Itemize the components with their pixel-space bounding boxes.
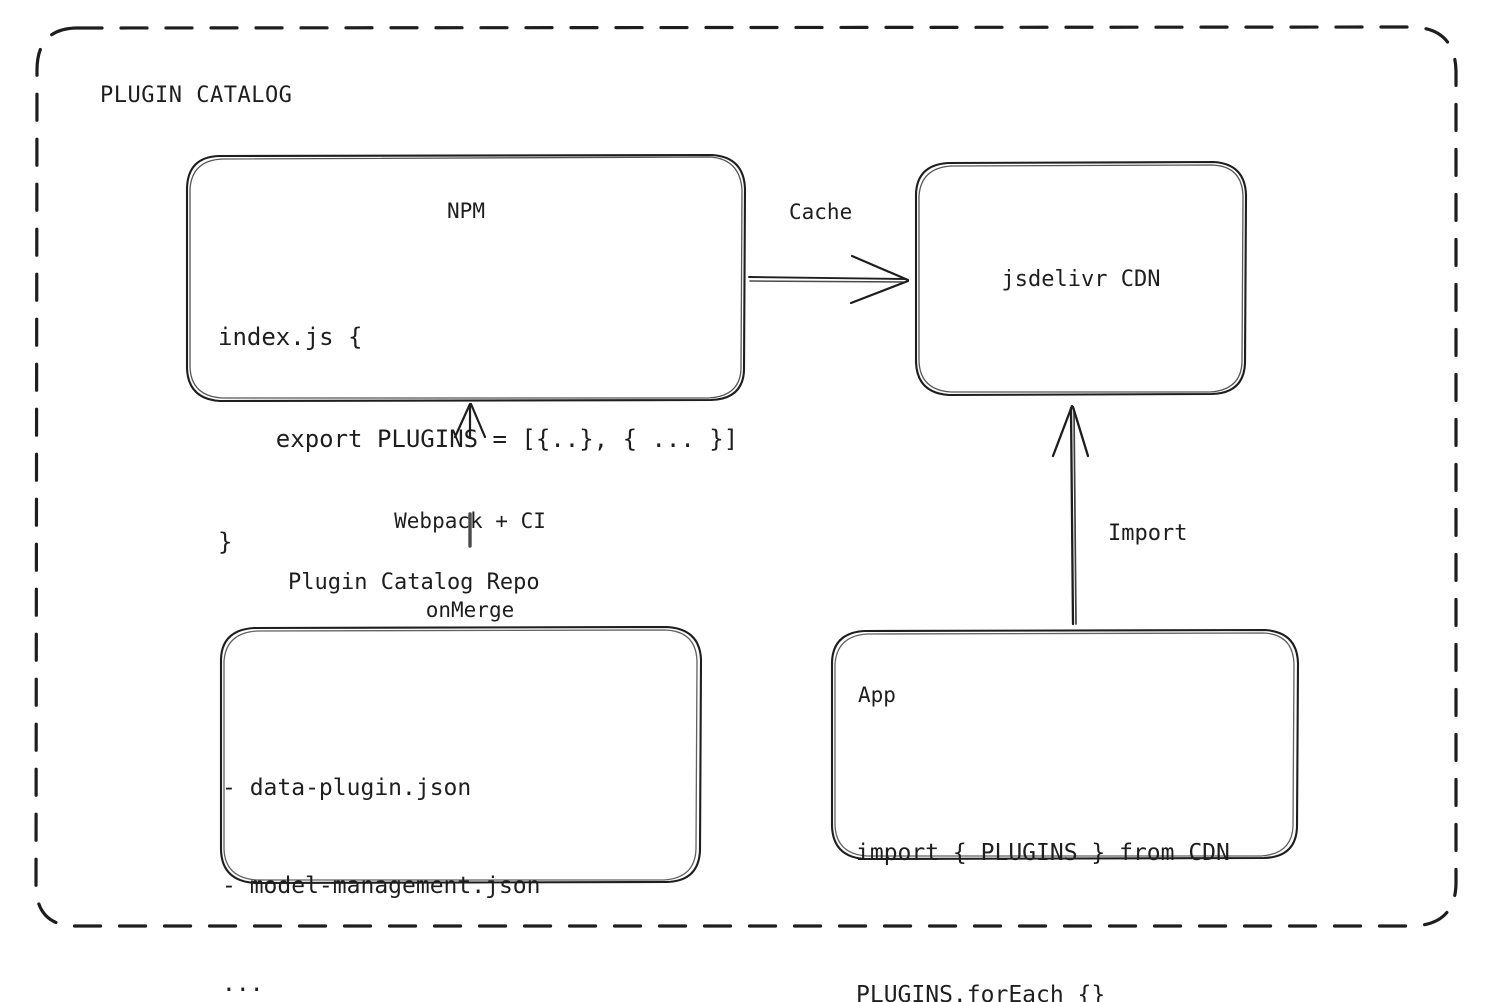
edge-label-webpack-ci-line-1: Webpack + CI [394,508,546,533]
edge-label-webpack-ci-line-2: onMerge [425,598,515,623]
npm-node-title: NPM [447,199,485,223]
cdn-node-title: jsdelivr CDN [1001,267,1161,292]
app-node-title: App [858,683,896,707]
repo-node-caption: Plugin Catalog Repo [288,570,540,595]
app-code-line-2: PLUGINS.forEach {} [856,981,1106,1002]
edge-label-import: Import [1108,521,1188,546]
app-code-line-1: import { PLUGINS } from CDN [856,840,1230,867]
app-code-block: import { PLUGINS } from CDN PLUGINS.forE… [856,736,1230,1002]
edge-label-webpack-ci: Webpack + CI onMerge [372,447,568,686]
edge-label-cache: Cache [789,200,853,224]
repo-file-item-1: - data-plugin.json [222,775,472,802]
frame-title: PLUGIN CATALOG [100,83,293,108]
edge-npm-to-cdn [748,254,910,305]
repo-file-item-3: ... [222,971,264,998]
npm-code-line-2: export PLUGINS = [{..}, { ... }] [218,425,739,454]
repo-file-item-2: - model-management.json [222,873,541,900]
npm-code-block: index.js { export PLUGINS = [{..}, { ...… [218,252,738,627]
edge-app-to-cdn [1051,404,1090,626]
npm-code-line-1: index.js { [218,323,363,352]
repo-file-list: - data-plugin.json - model-management.js… [222,707,541,1002]
npm-code-line-3: } [218,527,233,556]
